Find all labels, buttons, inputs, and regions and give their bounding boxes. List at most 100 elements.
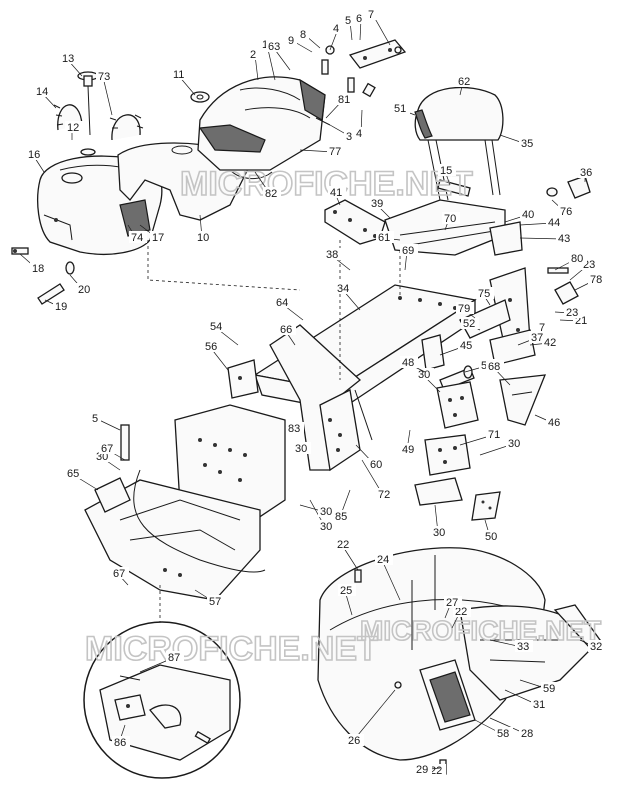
side-bracket [227, 359, 259, 399]
retaining-strap [437, 179, 471, 197]
callout-c86: 86 [114, 737, 126, 749]
callout-bg-c42 [542, 336, 560, 348]
callout-bg-c4b [354, 127, 365, 139]
callout-c85: 85 [335, 511, 347, 523]
callout-bg-c10 [195, 231, 213, 243]
pivot-tube [439, 365, 475, 391]
callout-bg-c76 [558, 205, 576, 217]
callout-c60: 60 [370, 459, 382, 471]
callout-bg-c61 [376, 231, 394, 243]
callout-c54: 54 [210, 321, 222, 333]
callout-c48: 48 [402, 357, 414, 369]
callout-c52: 52 [463, 318, 475, 330]
callout-c78: 78 [590, 274, 602, 286]
callout-c64: 64 [276, 297, 288, 309]
callout-bg-c7b [537, 321, 548, 333]
callout-bg-c30e [416, 368, 434, 380]
callout-c46: 46 [548, 417, 560, 429]
callout-c75: 75 [478, 288, 490, 300]
callout-bg-c82 [263, 187, 281, 199]
callout-bg-c58 [495, 727, 513, 739]
mount-plate [436, 381, 479, 429]
fuel-line [37, 283, 65, 305]
fuel-cap [77, 71, 99, 156]
callout-c30d: 30 [320, 506, 332, 518]
callout-c11: 11 [173, 69, 184, 81]
callout-bg-c31 [531, 698, 549, 710]
callout-c24: 24 [377, 554, 389, 566]
callout-c16: 16 [28, 149, 40, 161]
callout-bg-c59 [541, 682, 559, 694]
callout-bg-c64 [274, 296, 292, 308]
callout-bg-c51 [392, 102, 410, 114]
spacer-bracket [421, 334, 445, 371]
callout-c7a: 7 [368, 9, 374, 21]
callout-bg-c40 [520, 208, 538, 220]
callout-c39: 39 [371, 198, 383, 210]
callout-c76: 76 [560, 206, 572, 218]
callout-bg-c39 [369, 197, 387, 209]
callout-c71: 71 [488, 429, 500, 441]
callout-bg-c86 [112, 736, 130, 748]
callout-c7b: 7 [539, 322, 545, 334]
callout-bg-c79 [456, 302, 474, 314]
callout-bg-c22c [428, 764, 446, 776]
callout-c63: 63 [268, 41, 280, 53]
seat [197, 76, 326, 179]
callout-bg-c69 [400, 244, 418, 256]
callout-c69: 69 [402, 245, 414, 257]
callout-bg-c26 [346, 734, 364, 746]
callout-leader-c26 [352, 689, 396, 742]
callout-c79: 79 [458, 303, 470, 315]
callout-bg-c68 [486, 360, 504, 372]
callout-c72: 72 [378, 489, 390, 501]
callout-c57: 57 [209, 596, 221, 608]
callout-bg-c36 [578, 166, 596, 178]
callout-c22a: 22 [337, 539, 349, 551]
callout-bg-c44 [546, 216, 564, 228]
backrest [414, 86, 504, 201]
callout-bg-c57 [207, 595, 225, 607]
callout-bg-c5s [90, 412, 101, 424]
callout-c41: 41 [330, 187, 342, 199]
callout-bg-c3 [344, 130, 355, 142]
callout-c45: 45 [460, 340, 472, 352]
callout-bg-c8 [298, 28, 309, 40]
callout-c14: 14 [36, 86, 48, 98]
callout-bg-c70 [442, 212, 460, 224]
callout-bg-c11 [171, 68, 189, 80]
callout-bg-c6 [354, 12, 365, 24]
callout-bg-c25 [338, 584, 356, 596]
callout-bg-c34 [335, 282, 353, 294]
callout-c3: 3 [346, 131, 352, 143]
callout-bg-c29 [414, 763, 432, 775]
callout-c4b: 4 [356, 128, 362, 140]
callout-bg-c66 [278, 323, 296, 335]
lower-bracket [414, 477, 463, 506]
hood-side-panel [459, 605, 601, 701]
callout-c32: 32 [590, 641, 602, 653]
callout-bg-c14 [34, 85, 52, 97]
callout-bg-c74 [129, 231, 147, 243]
leader-lines [147, 240, 401, 640]
callout-bg-c18 [30, 262, 48, 274]
callout-bg-c75 [476, 287, 494, 299]
mounting-knob [546, 175, 591, 199]
fuel-fitting [11, 247, 29, 255]
callout-leader-c73 [102, 76, 113, 116]
callout-c70: 70 [444, 213, 456, 225]
callout-bg-c1 [260, 38, 271, 50]
brake-cable [133, 469, 266, 573]
callout-c50: 50 [485, 531, 497, 543]
callout-c2: 2 [250, 49, 256, 61]
trim-plate [471, 491, 501, 521]
callout-bg-c9 [286, 34, 297, 46]
callout-c6: 6 [356, 13, 362, 25]
callout-c49: 49 [402, 444, 414, 456]
callout-c29: 29 [416, 764, 428, 776]
callout-c15: 15 [440, 165, 452, 177]
callout-c59: 59 [543, 683, 555, 695]
callout-c25: 25 [340, 585, 352, 597]
callout-bg-c46 [546, 416, 564, 428]
